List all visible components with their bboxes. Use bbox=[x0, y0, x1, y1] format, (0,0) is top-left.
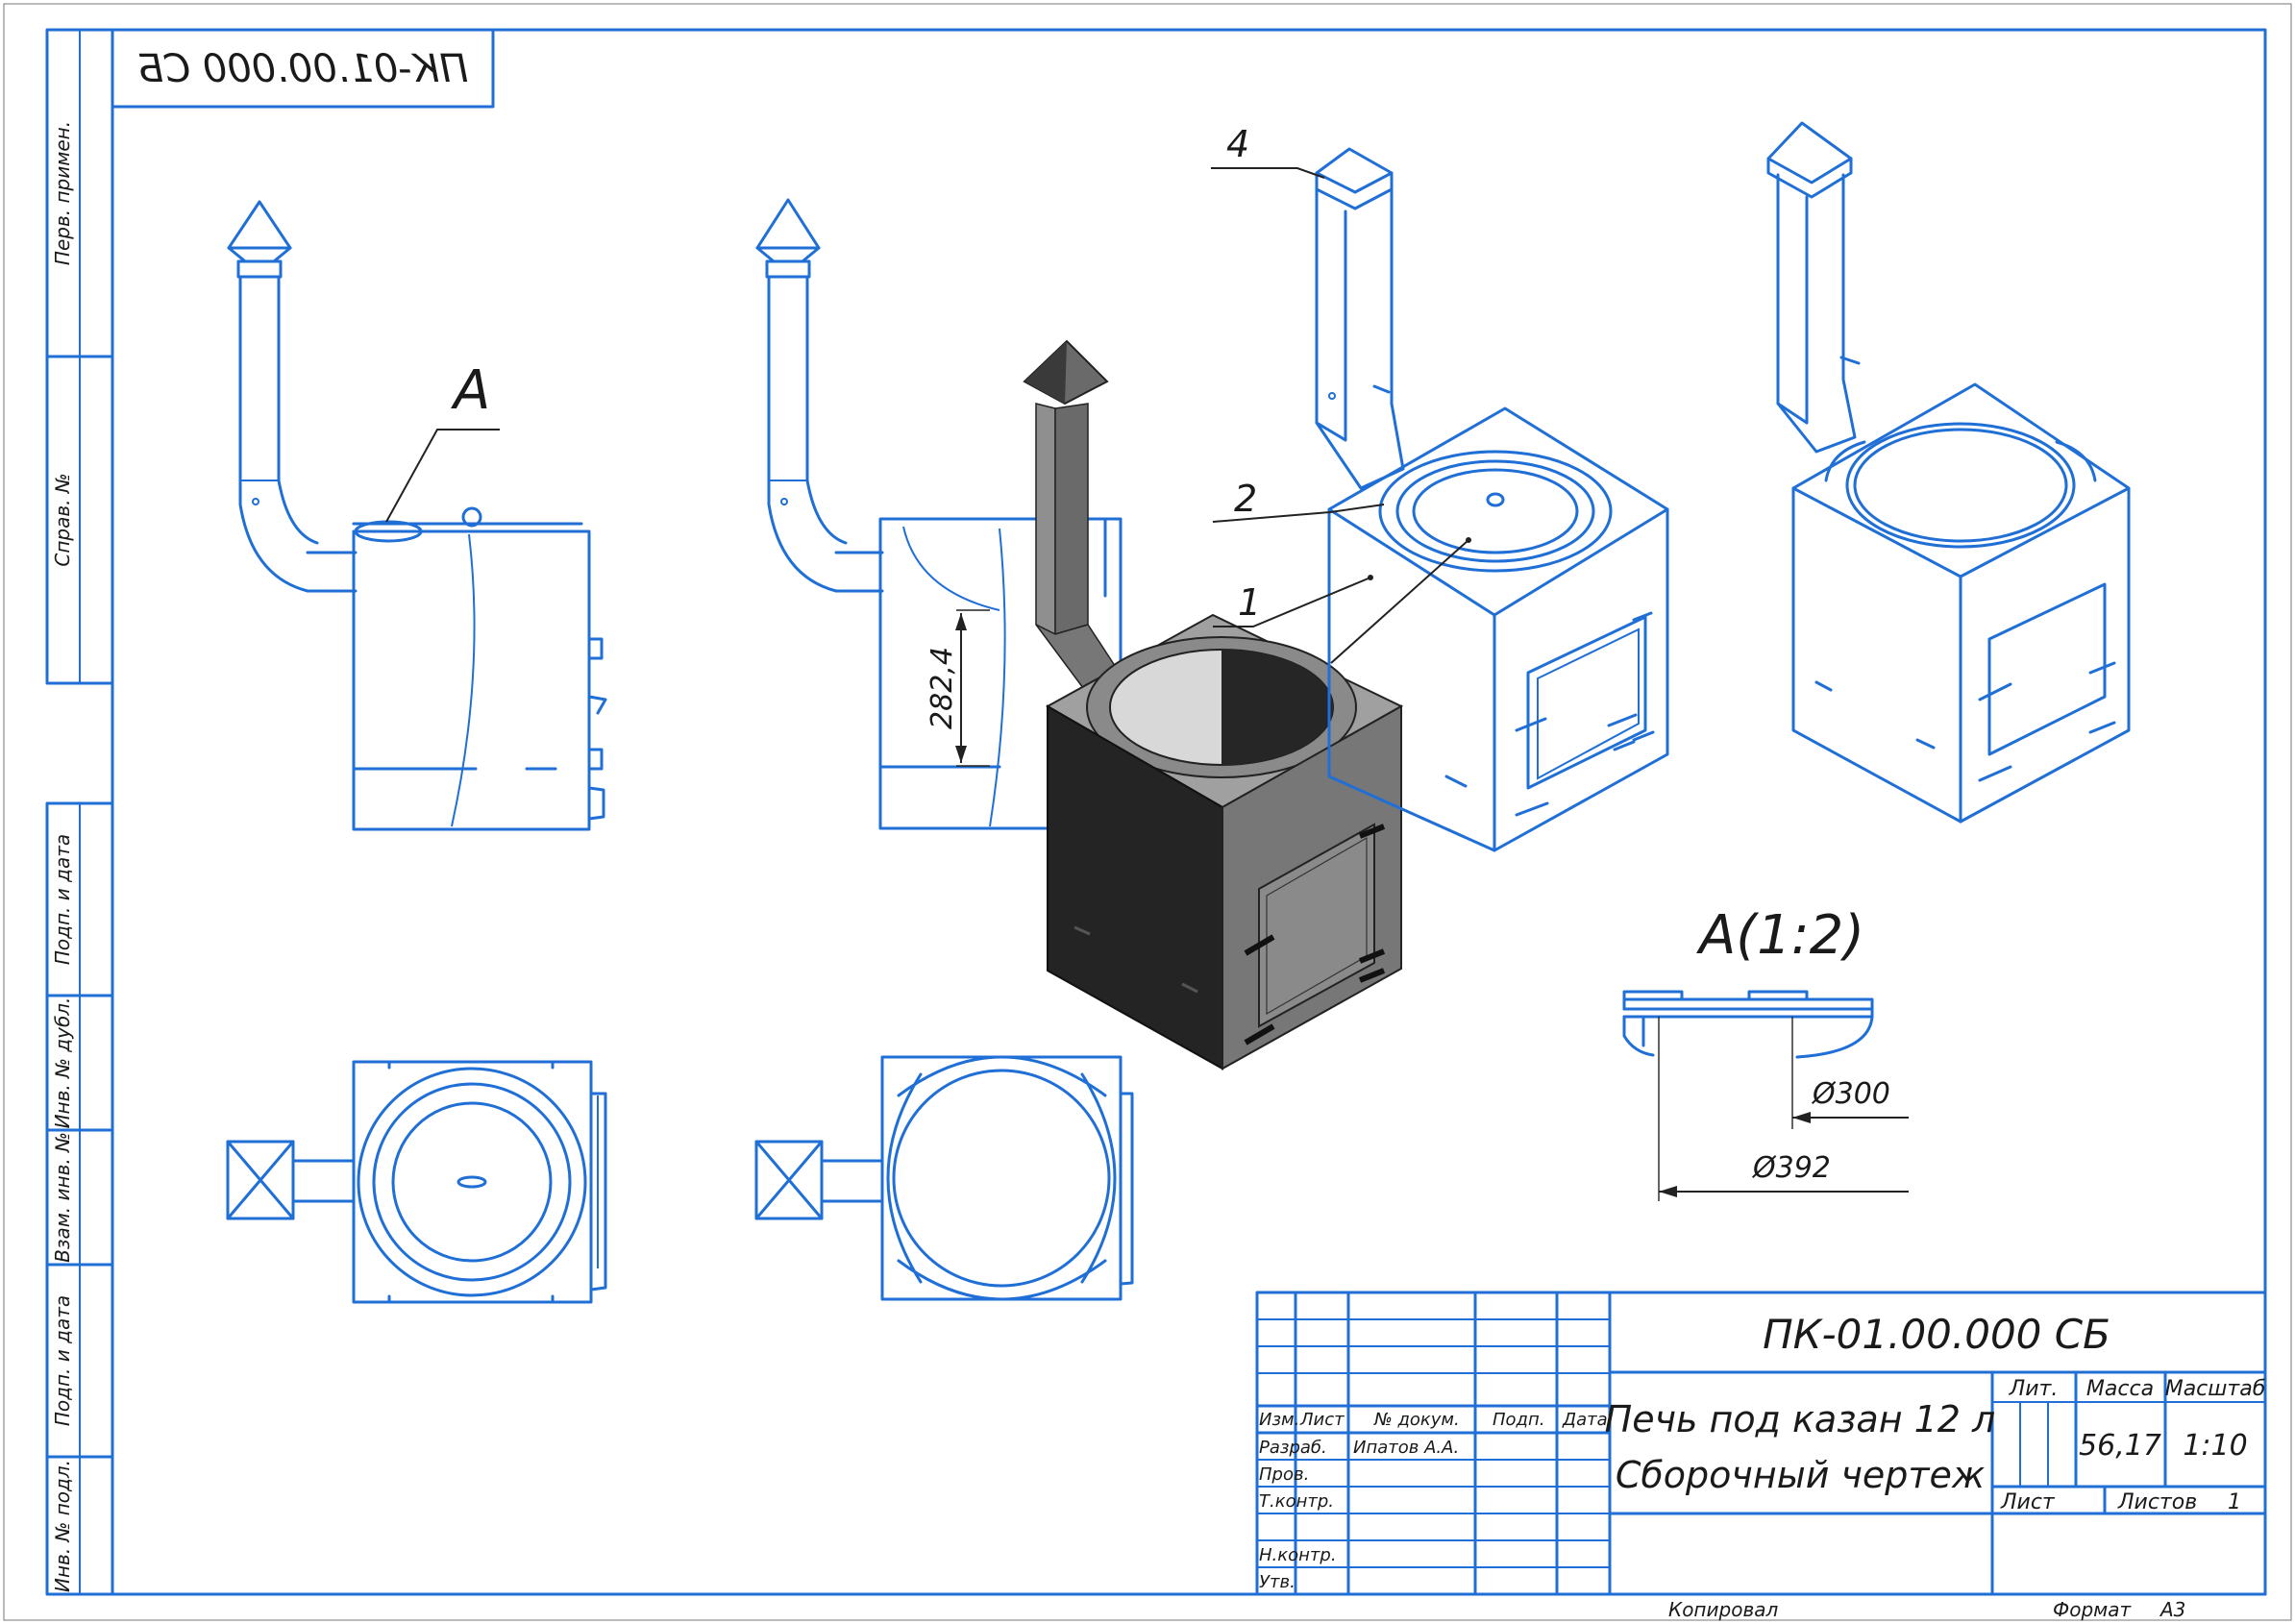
leader-2-label: 2 bbox=[1234, 478, 1257, 520]
designation-box-top: ПК-01.00.000 СБ bbox=[111, 28, 495, 109]
stamp-inv-podl: Инв. № подл. bbox=[51, 1460, 74, 1592]
isometric-outline-2 bbox=[1766, 121, 2131, 824]
stamp-sprav-no: Справ. № bbox=[51, 473, 74, 566]
stamp-vzam-inv: Взам. инв. № bbox=[51, 1132, 74, 1263]
detail-a-label: А(1:2) bbox=[1696, 904, 1864, 967]
tb-header-izm: Изм. bbox=[1259, 1410, 1299, 1430]
side-stamp-column: Перв. примен. Справ. № Подп. и дата Инв.… bbox=[45, 28, 114, 1596]
format-label: Формат bbox=[2053, 1598, 2132, 1621]
dim-d300-label: Ø300 bbox=[1811, 1077, 1890, 1111]
leader-4-label: 4 bbox=[1226, 123, 1249, 165]
tb-header-list: Лист bbox=[1299, 1410, 1345, 1430]
tb-lit-label: Лит. bbox=[2009, 1377, 2059, 1401]
dim-d392-label: Ø392 bbox=[1751, 1151, 1831, 1185]
view-a-label: А bbox=[451, 359, 490, 422]
tb-sheets-value: 1 bbox=[2228, 1490, 2241, 1514]
title-block: Изм. Лист № докум. Подп. Дата Разраб. Ип… bbox=[1255, 1291, 2267, 1596]
stamp-podp-data-2: Подп. и дата bbox=[51, 1295, 74, 1426]
top-view-left bbox=[226, 1060, 607, 1304]
front-view: А bbox=[227, 200, 607, 831]
tb-scale-value: 1:10 bbox=[2183, 1429, 2247, 1463]
sheet-trim bbox=[3, 3, 2292, 1621]
tb-role-razrab: Разраб. bbox=[1259, 1438, 1327, 1458]
tb-header-data: Дата bbox=[1562, 1410, 1608, 1430]
tb-role-tkontr: Т.контр. bbox=[1259, 1491, 1334, 1512]
top-view-right bbox=[754, 1055, 1134, 1301]
tb-mass-label: Масса bbox=[2086, 1377, 2154, 1401]
tb-role-prov: Пров. bbox=[1259, 1464, 1309, 1485]
tb-title-line2: Сборочный чертеж bbox=[1616, 1454, 1985, 1496]
tb-designation: ПК-01.00.000 СБ bbox=[1763, 1311, 2110, 1358]
leader-1-label: 1 bbox=[1238, 581, 1261, 624]
format-value: А3 bbox=[2159, 1598, 2185, 1621]
dim-height-label: 282,4 bbox=[925, 647, 959, 729]
detail-a: А(1:2) Ø300 Ø392 bbox=[1622, 904, 1909, 1201]
tb-title-line1: Печь под казан 12 л bbox=[1605, 1398, 1996, 1440]
tb-sheet-label: Лист bbox=[2000, 1490, 2056, 1514]
tb-role-utv: Утв. bbox=[1259, 1572, 1296, 1592]
tb-role-nkontr: Н.контр. bbox=[1259, 1545, 1337, 1565]
tb-header-podp: Подп. bbox=[1493, 1410, 1544, 1430]
tb-sheets-label: Листов bbox=[2117, 1490, 2197, 1514]
tb-name-razrab: Ипатов А.А. bbox=[1353, 1438, 1459, 1458]
section-view: 282,4 bbox=[755, 198, 1123, 830]
tb-header-doc: № докум. bbox=[1373, 1410, 1460, 1430]
stamp-inv-dubl: Инв. № дубл. bbox=[51, 997, 74, 1129]
designation-mirrored: ПК-01.00.000 СБ bbox=[137, 47, 469, 91]
copied-label: Копировал bbox=[1668, 1598, 1778, 1621]
stamp-podp-data-1: Подп. и дата bbox=[51, 834, 74, 965]
tb-scale-label: Масштаб bbox=[2165, 1377, 2266, 1401]
isometric-shaded bbox=[1023, 339, 1404, 1070]
tb-mass-value: 56,17 bbox=[2079, 1429, 2161, 1463]
isometric-outline-1: 4 2 1 bbox=[1211, 123, 1669, 852]
stamp-perv-primen: Перв. примен. bbox=[51, 121, 74, 265]
